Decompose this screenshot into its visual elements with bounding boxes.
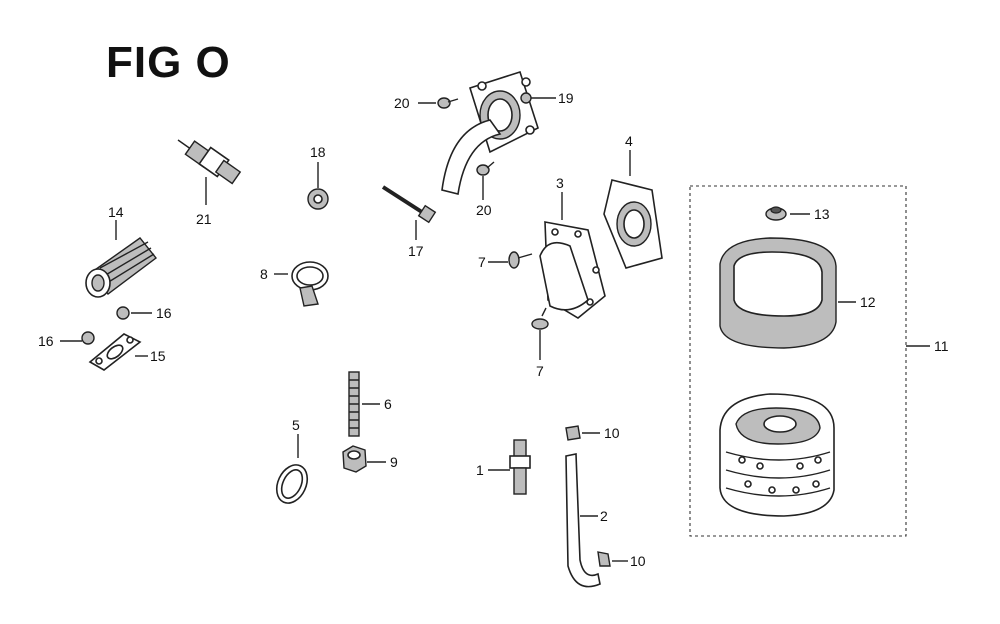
part-16-nut-right bbox=[116, 306, 152, 320]
paper-element-pleats bbox=[738, 456, 822, 494]
part-17-bolt bbox=[381, 185, 437, 240]
callout-9: 9 bbox=[390, 454, 398, 470]
part-7-bolt-top bbox=[488, 251, 533, 269]
callout-20-bottom: 20 bbox=[476, 202, 492, 218]
callout-13: 13 bbox=[814, 206, 830, 222]
part-10-clip-bottom bbox=[597, 551, 628, 567]
part-16-nut-left bbox=[60, 331, 95, 345]
callout-4: 4 bbox=[625, 133, 633, 149]
callout-18: 18 bbox=[310, 144, 326, 160]
callout-2: 2 bbox=[600, 508, 608, 524]
part-11-paper-element bbox=[719, 393, 835, 517]
part-8-hose-clamp bbox=[274, 261, 329, 307]
callout-21: 21 bbox=[196, 211, 212, 227]
part-4-base-plate bbox=[603, 150, 663, 269]
part-20-screw-top bbox=[418, 97, 459, 109]
callout-5: 5 bbox=[292, 417, 300, 433]
callout-8: 8 bbox=[260, 266, 268, 282]
callout-16-right: 16 bbox=[156, 305, 172, 321]
part-15-gasket bbox=[88, 333, 148, 371]
figure-title: FIG O bbox=[106, 38, 231, 87]
callout-7-bottom: 7 bbox=[536, 363, 544, 379]
callout-20-top: 20 bbox=[394, 95, 410, 111]
part-20-screw-bottom bbox=[476, 161, 495, 200]
part-14-muffler-screen bbox=[85, 220, 157, 298]
part-5-gasket-ring bbox=[275, 434, 309, 504]
part-3-cleaner-case bbox=[539, 192, 606, 319]
callout-11: 11 bbox=[934, 338, 949, 354]
part-1-breather-fitting bbox=[488, 439, 531, 495]
callout-7-top: 7 bbox=[478, 254, 486, 270]
callout-10-top: 10 bbox=[604, 425, 620, 441]
callout-6: 6 bbox=[384, 396, 392, 412]
callout-1: 1 bbox=[476, 462, 484, 478]
part-13-wing-nut bbox=[765, 206, 810, 221]
part-9-nut bbox=[342, 445, 386, 473]
part-7-bolt-bottom bbox=[531, 307, 549, 360]
part-10-clip-top bbox=[565, 425, 600, 441]
part-6-stud-bolt bbox=[348, 371, 380, 437]
callout-19: 19 bbox=[558, 90, 574, 106]
part-19-air-elbow bbox=[441, 70, 556, 195]
callout-15: 15 bbox=[150, 348, 166, 364]
part-12-outer-element bbox=[719, 237, 856, 349]
part-18-washer bbox=[307, 162, 329, 210]
callout-14: 14 bbox=[108, 204, 124, 220]
callout-10-bottom: 10 bbox=[630, 553, 646, 569]
part-2-breather-tube bbox=[565, 453, 601, 588]
part-21-spark-plug bbox=[177, 139, 242, 205]
callout-3: 3 bbox=[556, 175, 564, 191]
callout-12: 12 bbox=[860, 294, 876, 310]
callout-17: 17 bbox=[408, 243, 424, 259]
part-11-element-assembly bbox=[689, 185, 930, 537]
callout-16-left: 16 bbox=[38, 333, 54, 349]
